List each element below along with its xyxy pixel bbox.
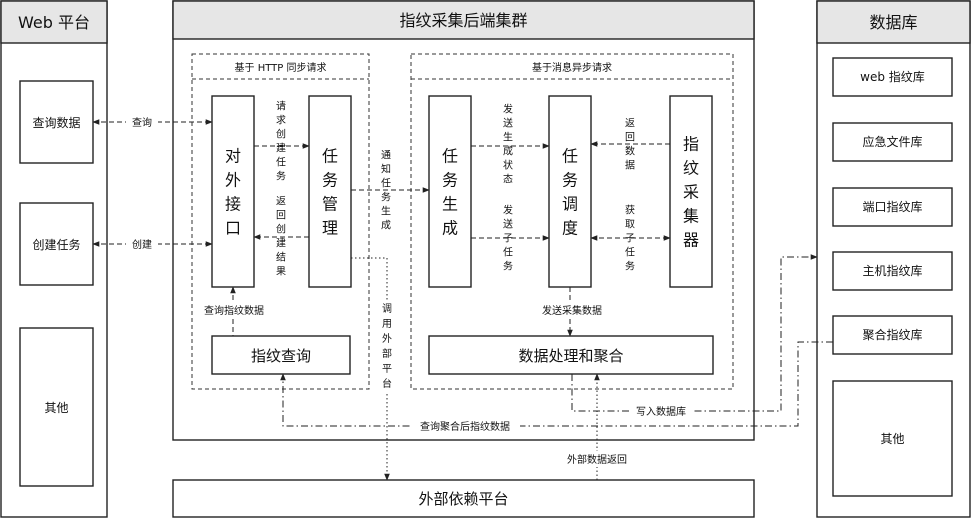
- send-collect-label: 发送采集数据: [542, 304, 602, 317]
- sync-group-frame: [191, 53, 370, 390]
- web-other-box: [19, 327, 94, 487]
- database-title: 数据库: [869, 13, 917, 32]
- send-status-label: 发送生成状态: [503, 103, 513, 186]
- notify-generation-label: 通知任务生成: [381, 150, 391, 232]
- web-query-data-label: 查询数据: [32, 115, 80, 130]
- write-db-connector: [571, 254, 818, 412]
- sync-group-title: 基于 HTTP 同步请求: [235, 61, 327, 74]
- query-aggregated-connector: [280, 341, 833, 427]
- backend-cluster-header: [172, 0, 755, 40]
- external-platform-label: 外部依赖平台: [418, 490, 508, 508]
- web-other-label: 其他: [44, 401, 68, 415]
- db-web-fingerprint: [832, 57, 953, 97]
- db-host-fingerprint-label: 主机指纹库: [862, 263, 922, 278]
- db-web-fingerprint-label: web 指纹库: [860, 69, 925, 84]
- query-fingerprint-label: 查询指纹数据: [204, 304, 264, 317]
- return-data-label: 返回数据: [625, 118, 635, 172]
- send-subtask-label: 发送子任务: [503, 204, 513, 273]
- external-return-label: 外部数据返回: [567, 453, 627, 466]
- fingerprint-collector-node-label: 指纹采集器: [683, 134, 699, 249]
- web-create-task-label: 创建任务: [32, 237, 80, 252]
- task-scheduling-node-label: 任务调度: [562, 146, 578, 237]
- db-port-fingerprint: [832, 187, 953, 227]
- db-emergency-file-label: 应急文件库: [862, 134, 922, 149]
- call-external-label-bg: [378, 300, 396, 392]
- request-create-label: 请求创建任务: [276, 100, 286, 183]
- write-db-label-bg: [629, 403, 693, 419]
- backend-cluster-title: 指纹采集后端集群: [399, 11, 527, 30]
- query-agg-label-bg: [410, 418, 520, 434]
- db-port-fingerprint-label: 端口指纹库: [862, 199, 922, 214]
- web-platform-title: Web 平台: [18, 13, 90, 32]
- web-platform-panel: Web 平台 查询数据 创建任务 其他: [0, 0, 108, 518]
- return-result-label: 返回创建结果: [276, 196, 286, 278]
- task-management-node-label: 任务管理: [322, 146, 338, 237]
- query-label-bg: [126, 114, 158, 130]
- call-external-connector: [351, 257, 390, 481]
- db-aggregated-fingerprint-label: 聚合指纹库: [862, 327, 922, 342]
- task-management-node: [308, 95, 352, 288]
- external-platform-node: [172, 479, 755, 518]
- task-generation-node-label: 任务生成: [442, 146, 458, 237]
- external-return-label-bg: [560, 451, 634, 467]
- create-connector-label: 创建: [132, 238, 152, 251]
- db-aggregated-fingerprint: [832, 315, 953, 355]
- db-host-fingerprint: [832, 251, 953, 291]
- fingerprint-query-node-label: 指纹查询: [251, 347, 311, 365]
- data-processing-node: [428, 335, 714, 375]
- fingerprint-query-node: [211, 335, 351, 375]
- query-aggregated-label: 查询聚合后指纹数据: [420, 420, 510, 433]
- fingerprint-collector-node: [669, 95, 713, 288]
- send-collect-label-bg: [533, 302, 611, 318]
- web-platform-header: [0, 0, 108, 44]
- query-fp-label-bg: [198, 302, 270, 318]
- call-external-label: 调用外部平台: [382, 303, 392, 390]
- api-node: [211, 95, 255, 288]
- create-label-bg: [126, 236, 158, 252]
- web-query-data-box: [19, 80, 94, 164]
- data-processing-node-label: 数据处理和聚合: [518, 347, 623, 365]
- db-other-label: 其他: [880, 432, 904, 446]
- api-node-label: 对外接口: [225, 146, 241, 237]
- task-scheduling-node: [548, 95, 592, 288]
- write-db-label: 写入数据库: [636, 405, 686, 418]
- database-panel: 数据库 web 指纹库 应急文件库 端口指纹库 主机指纹库 聚合指纹库 其他: [816, 0, 971, 518]
- db-emergency-file: [832, 122, 953, 162]
- task-generation-node: [428, 95, 472, 288]
- async-group-frame: [410, 53, 734, 390]
- database-header: [816, 0, 971, 44]
- query-connector-label: 查询: [132, 116, 152, 129]
- async-group-title: 基于消息异步请求: [532, 61, 612, 74]
- db-other: [832, 380, 953, 497]
- get-subtask-label: 获取子任务: [625, 205, 635, 273]
- backend-cluster-panel: 指纹采集后端集群 基于 HTTP 同步请求 基于消息异步请求 对外接口 任务管理…: [172, 0, 755, 441]
